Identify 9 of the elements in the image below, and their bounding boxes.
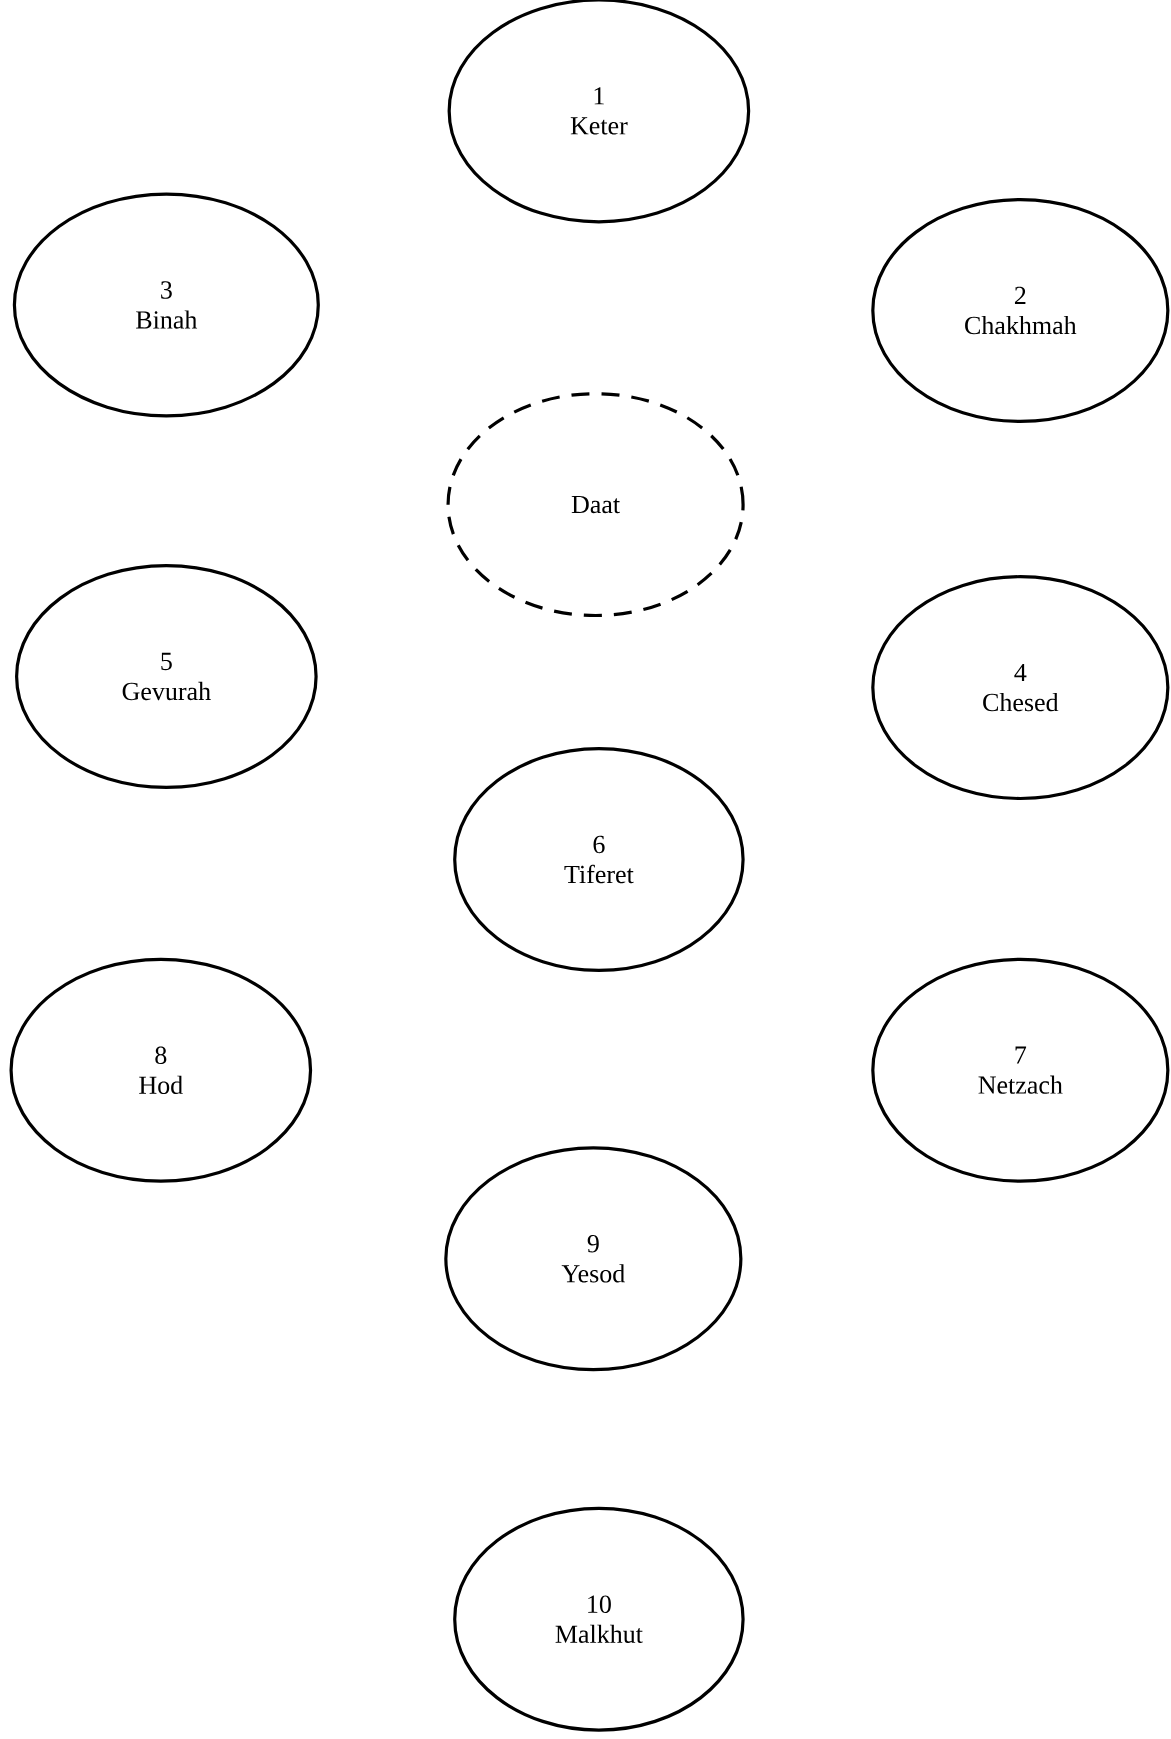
circle-node: 5 Gevurah [14, 564, 318, 790]
circle-node: 9 Yesod [444, 1146, 743, 1372]
circle-node: 2 Chakhmah [871, 198, 1170, 424]
circle-node: 8 Hod [9, 957, 313, 1183]
circle-node: 4 Chesed [871, 575, 1170, 801]
circle-node: 3 Binah [12, 192, 320, 418]
circle-node: 7 Netzach [871, 957, 1170, 1183]
circle-node: 10 Malkhut [453, 1506, 745, 1732]
circle-node: 6 Tiferet [453, 747, 745, 972]
